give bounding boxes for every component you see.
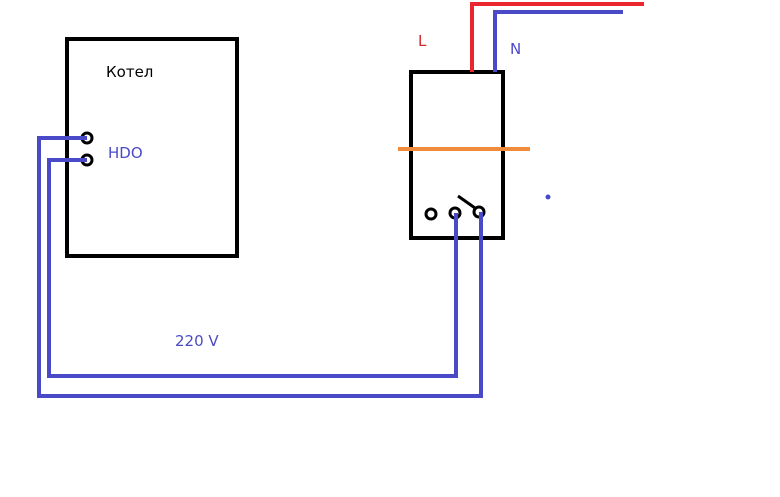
hdo-label: HDO [108, 144, 143, 162]
voltage-label: 220 V [175, 332, 219, 350]
stray-dot [545, 194, 551, 200]
relay-terminal-1 [424, 207, 438, 221]
relay-contact-icon [457, 194, 476, 210]
hdo-wire-inner [47, 158, 458, 378]
live-label: L [418, 32, 427, 50]
hdo-wire-outer [37, 136, 483, 398]
neutral-label: N [510, 40, 521, 58]
boiler-label: Котел [106, 63, 153, 81]
neutral-wire [493, 10, 623, 72]
live-wire [470, 2, 644, 72]
boiler-box [65, 37, 239, 258]
